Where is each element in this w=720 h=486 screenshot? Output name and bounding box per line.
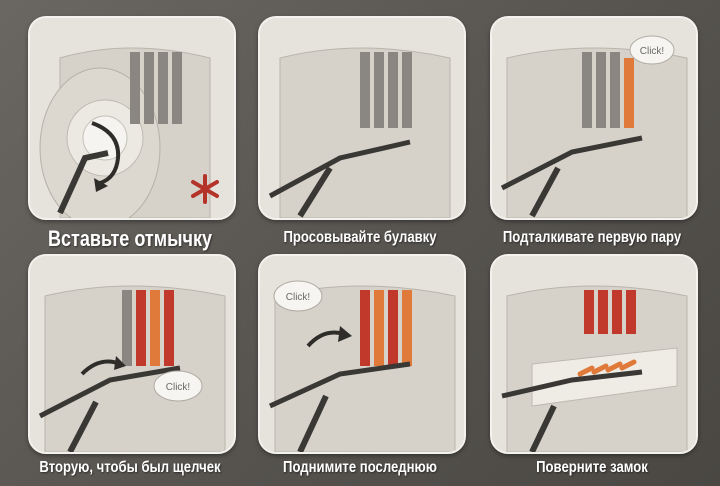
asterisk-icon <box>191 174 219 204</box>
pick <box>500 135 643 191</box>
step-2-caption: Просовывайте булавку <box>283 229 437 246</box>
step-5-caption: Поднимите последнюю <box>283 459 437 476</box>
pin-set <box>164 290 174 366</box>
step-1-illustration <box>30 18 234 218</box>
pin-set <box>402 290 412 366</box>
pin <box>172 52 182 124</box>
step-4-caption: Вторую, чтобы был щелчек <box>39 459 221 476</box>
pin <box>122 290 132 366</box>
step-5-illustration: Click! <box>260 256 464 452</box>
pin <box>582 52 592 128</box>
click-bubble-text: Click! <box>166 382 190 393</box>
step-5-panel: Click! <box>258 254 466 454</box>
click-bubble <box>273 280 323 312</box>
pin-set <box>612 290 622 334</box>
step-6-illustration <box>492 256 696 452</box>
tension-wrench <box>67 400 99 452</box>
pin <box>158 52 168 124</box>
tension-wrench <box>529 404 557 452</box>
click-bubble <box>153 370 203 402</box>
pin-set <box>374 290 384 366</box>
pick <box>38 365 181 419</box>
click-bubble <box>629 35 675 65</box>
pin-set <box>624 58 634 128</box>
pick <box>268 139 411 199</box>
tension-wrench <box>57 150 109 215</box>
pin <box>144 52 154 124</box>
pin-set <box>598 290 608 334</box>
step-3-panel: Click! <box>490 16 698 220</box>
pin-set <box>150 290 160 366</box>
driver-pins <box>577 359 637 377</box>
pin <box>596 52 606 128</box>
step-2-illustration <box>260 18 464 218</box>
step-2-panel <box>258 16 466 220</box>
step-3-caption: Подталкивате первую пару <box>502 229 682 246</box>
pin-set <box>388 290 398 366</box>
pin <box>360 52 370 128</box>
tension-wrench <box>297 394 329 452</box>
step-1-caption: Вставьте отмычку <box>47 226 213 251</box>
pick <box>501 369 643 399</box>
step-1-panel <box>28 16 236 220</box>
tension-wrench <box>297 166 333 218</box>
pin <box>610 52 620 128</box>
pin <box>402 52 412 128</box>
pin <box>388 52 398 128</box>
pin-set <box>626 290 636 334</box>
pin-set <box>584 290 594 334</box>
click-bubble-text: Click! <box>286 292 310 303</box>
pin <box>130 52 140 124</box>
step-6-panel <box>490 254 698 454</box>
tension-wrench <box>529 166 561 218</box>
rotate-arrow-icon <box>91 121 121 185</box>
click-bubble-text: Click! <box>640 46 664 57</box>
step-6-caption: Поверните замок <box>536 459 648 476</box>
step-3-illustration: Click! <box>492 18 696 218</box>
pin-set <box>360 290 370 366</box>
pin-set <box>136 290 146 366</box>
step-4-illustration: Click! <box>30 256 234 452</box>
step-4-panel: Click! <box>28 254 236 454</box>
pick <box>268 361 411 409</box>
pin <box>374 52 384 128</box>
